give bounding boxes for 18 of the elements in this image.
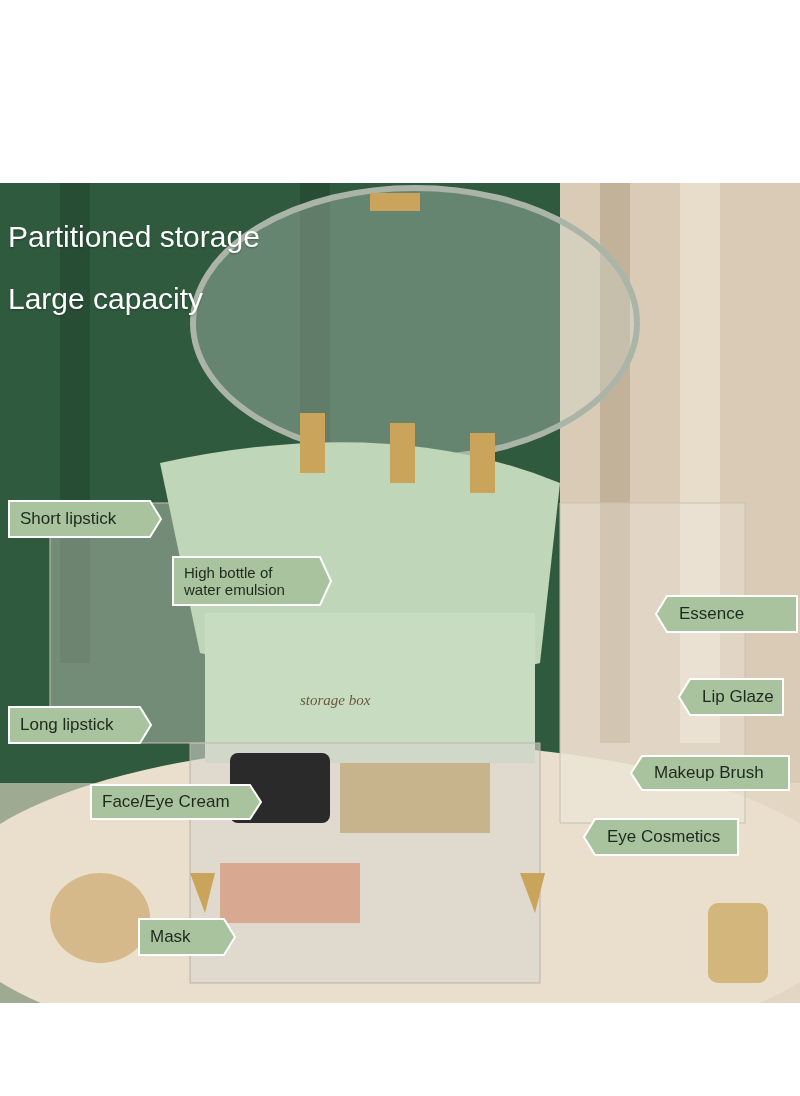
callout-label: Face/Eye Cream [102, 792, 230, 812]
callout-tag [138, 918, 236, 956]
callout-label: Essence [679, 604, 745, 624]
callout-tag [583, 818, 739, 856]
callout-label: Short lipstick [20, 509, 117, 529]
callout-label: Makeup Brush [654, 763, 764, 783]
callout-tag [655, 595, 798, 633]
callout-label: Long lipstick [20, 715, 114, 735]
callout-tag [678, 678, 784, 716]
callout-tag [630, 755, 790, 791]
callout-label: Eye Cosmetics [607, 827, 721, 847]
callout-tag [8, 500, 162, 538]
callout-label: Lip Glaze [702, 687, 774, 707]
engraved-text: storage box [300, 692, 371, 709]
callout-tag [172, 556, 332, 606]
callout-tag [90, 784, 262, 820]
callout-label: High bottle of water emulsion [184, 563, 286, 599]
callout-label: Mask [150, 927, 191, 947]
